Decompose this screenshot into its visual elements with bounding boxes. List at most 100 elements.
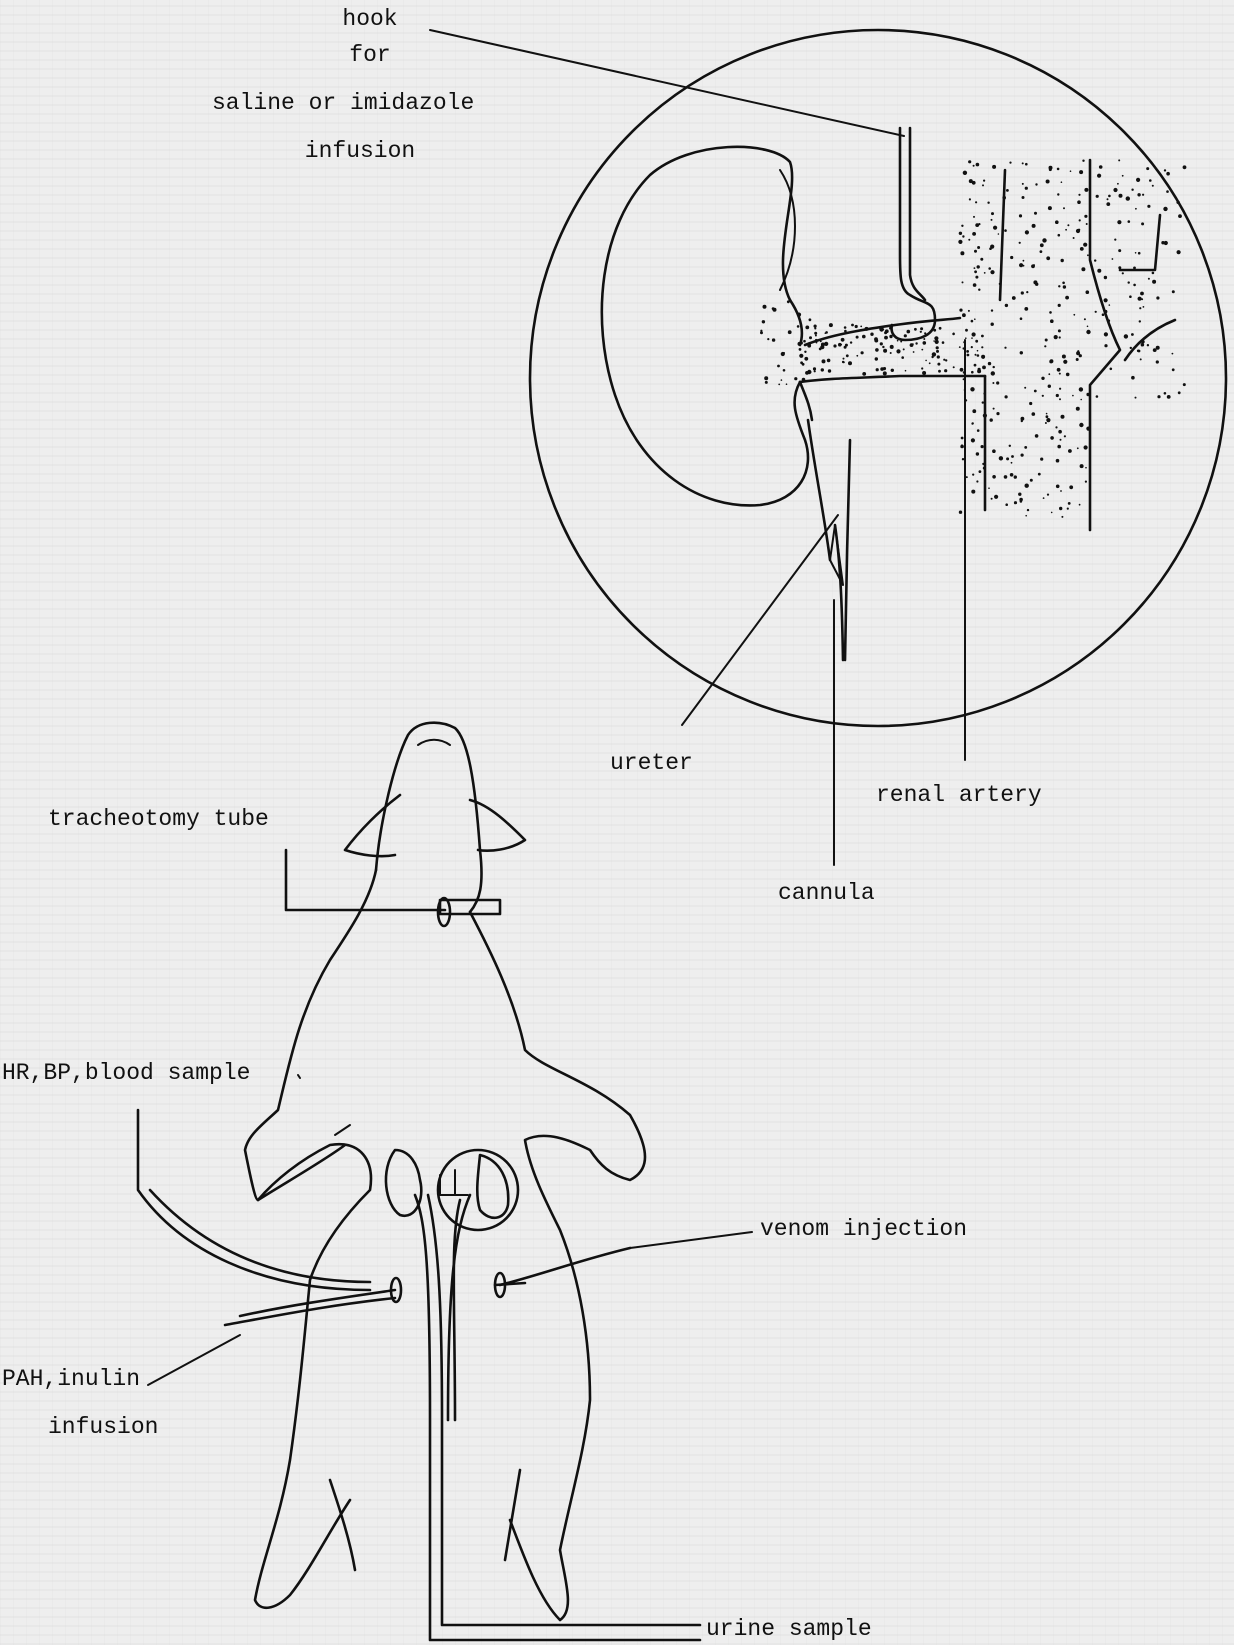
stipple-dot [1032, 412, 1036, 416]
stipple-dot [1023, 265, 1025, 267]
cannula-tip [830, 525, 843, 585]
stipple-dot [929, 362, 931, 364]
stipple-dot [1085, 481, 1087, 483]
stipple-dot [961, 437, 964, 440]
stipple-dot [1118, 249, 1121, 252]
stipple-dot [992, 475, 996, 479]
stipple-dot [978, 223, 980, 225]
stipple-dot [805, 326, 809, 330]
stipple-dot [1021, 454, 1024, 457]
stipple-dot [891, 369, 894, 372]
stipple-dot [1140, 292, 1144, 296]
stipple-dot [815, 339, 818, 342]
stipple-dot [1135, 252, 1137, 254]
hook-label-line1: hook [310, 8, 430, 31]
stipple-dot [983, 467, 986, 470]
stipple-dot [901, 356, 904, 359]
stipple-dot [1021, 417, 1025, 421]
stipple-dot [1148, 278, 1150, 280]
stipple-dot [1084, 215, 1087, 218]
dog-right-kidney [477, 1155, 508, 1218]
stipple-dot [1104, 344, 1107, 347]
stipple-dot [1055, 426, 1057, 428]
kidney-outline [602, 147, 808, 506]
stipple-dot [1178, 391, 1181, 394]
stipple-dot [913, 351, 915, 353]
stipple-dot [1104, 310, 1107, 313]
stipple-dot [977, 354, 980, 357]
stipple-dot [765, 381, 768, 384]
stipple-dot [1064, 435, 1066, 437]
hook-label-line3: saline or imidazole [212, 92, 474, 115]
stipple-dot [975, 276, 978, 279]
stipple-dot [1018, 493, 1021, 496]
stipple-dot [890, 352, 892, 354]
hr-bp-leader-line [298, 1075, 300, 1078]
stipple-dot [1054, 335, 1058, 339]
stipple-dot [1019, 242, 1021, 244]
hr-bp-blood-sample-label: HR,BP,blood sample [2, 1062, 250, 1085]
venom-leader-line [630, 1232, 752, 1248]
stipple-dot [974, 250, 977, 253]
stipple-dot [980, 258, 983, 261]
stipple-dot [797, 325, 800, 328]
stipple-dot [1058, 430, 1062, 434]
stipple-dot [1065, 296, 1069, 300]
stipple-dot [1056, 485, 1060, 489]
stipple-dot [960, 368, 964, 372]
stipple-dot [813, 367, 816, 370]
stipple-dot [1063, 360, 1067, 364]
stipple-dot [981, 335, 984, 338]
stipple-dot [804, 351, 806, 353]
stipple-dot [962, 281, 964, 283]
stipple-dot [962, 313, 966, 317]
stipple-dot [1156, 296, 1159, 299]
stipple-dot [1033, 280, 1037, 284]
stipple-dot [993, 366, 995, 368]
stipple-dot [971, 320, 974, 323]
pah-inulin-label: PAH,inulin [2, 1368, 140, 1391]
stipple-dot [767, 338, 769, 340]
stipple-dot [1019, 263, 1023, 267]
stipple-dot [1079, 504, 1081, 506]
stipple-dot [1034, 390, 1037, 393]
dog-head [376, 723, 482, 912]
stipple-dot [1068, 449, 1072, 453]
stipple-dot [1050, 319, 1054, 323]
stipple-dot [1083, 243, 1087, 247]
stipple-dot [1035, 434, 1039, 438]
stipple-dot [846, 354, 849, 357]
stipple-dot [1059, 398, 1061, 400]
stipple-dot [912, 343, 914, 345]
stipple-dot [825, 331, 828, 334]
stipple-dot [982, 463, 984, 465]
stipple-dot [992, 165, 996, 169]
stipple-dot [819, 348, 822, 351]
stipple-dot [994, 495, 998, 499]
stipple-dot [993, 226, 997, 230]
stipple-dot [787, 300, 790, 303]
stipple-dot [969, 198, 971, 200]
stipple-dot [1097, 269, 1101, 273]
stipple-dot [856, 355, 858, 357]
stipple-dot [970, 387, 974, 391]
stipple-dot [998, 233, 1000, 235]
stipple-dot [982, 366, 986, 370]
stipple-dot [1122, 175, 1124, 177]
stipple-dot [1104, 298, 1108, 302]
stipple-dot [922, 371, 926, 375]
stipple-dot [1063, 207, 1065, 209]
stipple-dot [983, 392, 985, 394]
stipple-dot [1117, 220, 1121, 224]
stipple-dot [1073, 314, 1075, 316]
stipple-dot [963, 171, 967, 175]
ureter-label: ureter [610, 752, 693, 775]
stipple-dot [1006, 457, 1009, 460]
stipple-dot [932, 352, 936, 356]
stipple-dot [1110, 368, 1113, 371]
stipple-dot [884, 331, 887, 334]
stipple-dot [1058, 234, 1061, 237]
stipple-dot [1023, 260, 1025, 262]
stipple-dot [981, 445, 984, 448]
stipple-dot [1058, 285, 1060, 287]
